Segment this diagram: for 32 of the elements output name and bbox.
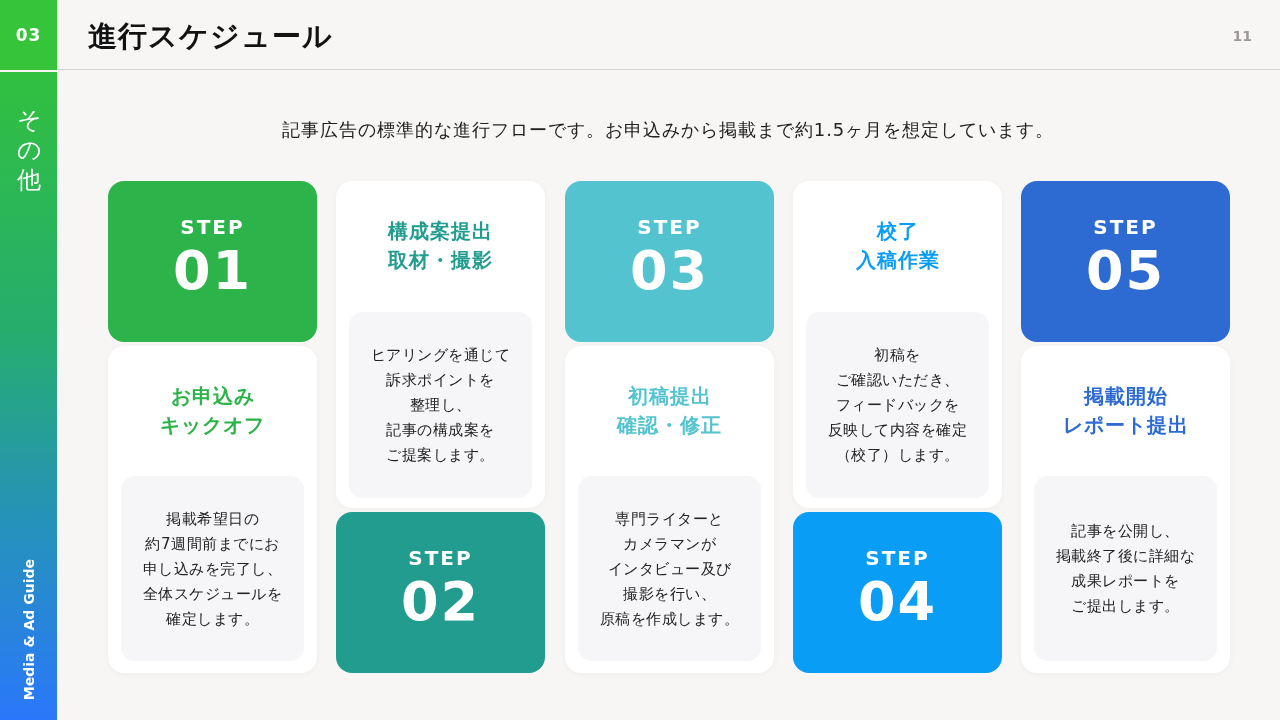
step-number: 02	[400, 574, 481, 630]
section-number-tab: 03	[0, 0, 57, 70]
step-number: 03	[629, 243, 710, 299]
step-label: STEP	[865, 546, 930, 570]
step-number: 04	[857, 574, 938, 630]
page-number: 11	[1232, 28, 1252, 44]
description-panel: ヒアリングを通じて訴求ポイントを整理し、記事の構成案をご提案します。	[349, 312, 532, 498]
step-label: STEP	[180, 215, 245, 239]
step-badge	[108, 181, 317, 342]
step-number: 01	[172, 243, 253, 299]
section-name: その他	[16, 105, 41, 195]
step-badge	[1021, 181, 1230, 342]
step-badge	[336, 512, 545, 673]
step-number: 05	[1085, 243, 1166, 299]
intro-text: 記事広告の標準的な進行フローです。お申込みから掲載まで約1.5ヶ月を想定しています。	[281, 118, 1055, 142]
step-title: お申込みキックオフ	[160, 383, 265, 439]
sidebar-band	[0, 72, 57, 720]
description-panel: 記事を公開し、掲載終了後に詳細な成果レポートをご提出します。	[1034, 476, 1217, 661]
step-badge	[565, 181, 774, 342]
description-panel: 初稿をご確認いただき、フィードバックを反映して内容を確定（校了）します。	[806, 312, 989, 498]
description-panel: 専門ライターとカメラマンがインタビュー及び撮影を行い、原稿を作成します。	[578, 476, 761, 661]
step-label: STEP	[408, 546, 473, 570]
description-panel: 掲載希望日の約7週間前までにお申し込みを完了し、全体スケジュールを確定します。	[121, 476, 304, 661]
step-title: 初稿提出確認・修正	[617, 383, 722, 439]
step-title: 構成案提出取材・撮影	[388, 218, 493, 274]
step-label: STEP	[637, 215, 702, 239]
step-badge	[793, 512, 1002, 673]
guide-label: Media & Ad Guide	[20, 558, 37, 700]
page-title: 進行スケジュール	[88, 18, 333, 54]
step-label: STEP	[1093, 215, 1158, 239]
step-title: 掲載開始レポート提出	[1062, 383, 1189, 439]
step-title: 校了入稿作業	[855, 218, 940, 274]
